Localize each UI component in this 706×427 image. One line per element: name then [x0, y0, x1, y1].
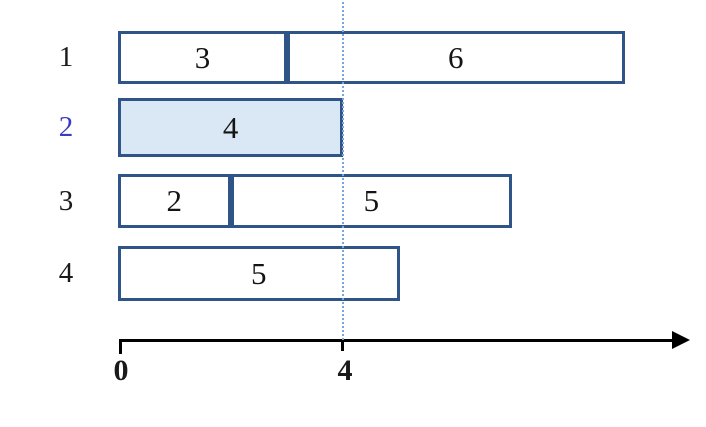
chart-row-3: 3 2 5: [0, 174, 706, 228]
axis-arrowhead-icon: [672, 331, 690, 349]
row-label: 1: [58, 41, 74, 73]
bar-segment: 5: [118, 246, 400, 301]
bar-segment: 6: [286, 31, 625, 84]
segment-value: 5: [363, 183, 380, 218]
row-label-highlighted: 2: [58, 111, 74, 143]
chart-row-1: 1 3 6: [0, 31, 706, 84]
bar-segment-highlighted: 4: [118, 98, 344, 157]
reference-line: [342, 2, 345, 340]
chart-row-2: 2 4: [0, 98, 706, 157]
segment-value: 2: [166, 183, 183, 218]
axis-tick-label-4: 4: [337, 354, 353, 387]
bar-segment: 3: [118, 31, 287, 84]
segment-value: 3: [194, 39, 211, 75]
x-axis-line: [119, 339, 677, 342]
chart-row-4: 4 5: [0, 246, 706, 301]
axis-tick-label-0: 0: [113, 354, 129, 387]
axis-tick-0: [119, 339, 122, 354]
bar-segment: 2: [118, 174, 231, 228]
row-label: 3: [58, 184, 74, 217]
segment-value: 5: [251, 255, 267, 291]
row-label: 4: [58, 257, 74, 289]
bar-segment: 5: [230, 174, 513, 228]
segment-value: 4: [222, 109, 239, 145]
segment-value: 6: [448, 39, 464, 75]
axis-tick-4: [341, 339, 344, 351]
